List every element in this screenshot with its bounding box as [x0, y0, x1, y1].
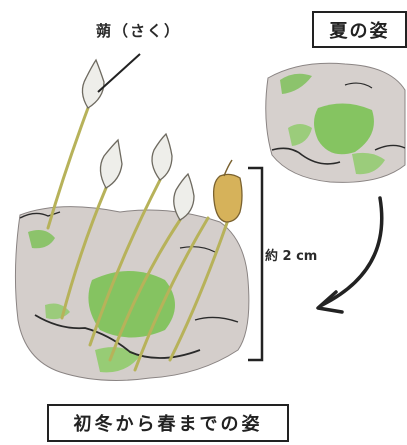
capsule-label: 蒴（さく）	[96, 20, 181, 41]
winter-moss-rock	[15, 207, 248, 381]
size-label: 約 2 cm	[265, 245, 317, 264]
size-bracket	[248, 168, 262, 360]
winter-spring-caption: 初冬から春までの姿	[47, 404, 289, 442]
season-arrow	[318, 198, 382, 312]
capsule-pointer-line	[98, 54, 140, 92]
summer-moss-rock	[266, 63, 405, 182]
summer-caption: 夏の姿	[312, 11, 407, 48]
